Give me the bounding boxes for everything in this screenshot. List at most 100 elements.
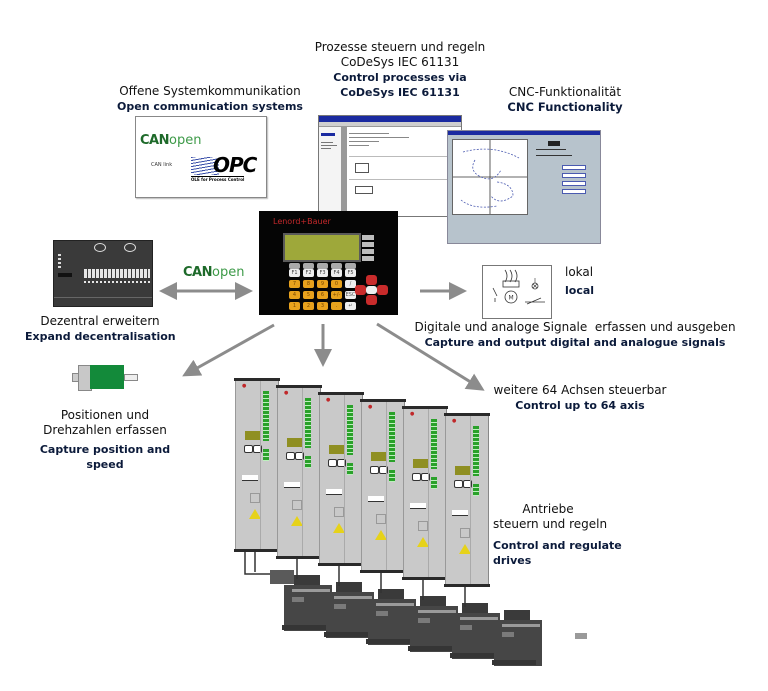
opc-logo-stripes — [191, 157, 219, 175]
decentral-label: Dezentral erweitern Expand decentralisat… — [25, 314, 176, 344]
axes-title-de: weitere 64 Achsen steuerbar — [493, 383, 667, 397]
numeric-key[interactable]: 4 — [289, 291, 300, 299]
drives-title-de-2: steuern und regeln — [493, 517, 608, 531]
drive-top-cap — [276, 385, 322, 388]
side-key[interactable]: ↵ — [345, 302, 356, 310]
servo-drive-unit: ● — [360, 399, 406, 573]
numeric-key[interactable]: 3 — [317, 302, 328, 310]
drive-product-logo — [284, 482, 300, 488]
servo-motor-connector — [378, 589, 404, 599]
numeric-key[interactable]: 6 — [317, 291, 328, 299]
drive-connector — [418, 521, 428, 531]
lcd-side-button[interactable] — [362, 242, 374, 247]
drive-connector — [376, 514, 386, 524]
servo-motor-label — [502, 632, 514, 637]
drive-rotary-switch[interactable] — [370, 466, 379, 474]
servo-motor — [494, 620, 542, 666]
function-key-f5[interactable]: F5 — [345, 269, 356, 277]
function-key-f1[interactable]: F1 — [289, 269, 300, 277]
servo-motor-connector — [420, 596, 446, 606]
side-key[interactable]: / — [345, 280, 356, 288]
servo-motor — [452, 613, 500, 659]
servo-drive-unit: ● — [318, 392, 364, 566]
cnc-screenshot — [447, 130, 601, 244]
cnc-label: CNC-Funktionalität CNC Functionality — [505, 85, 625, 115]
dpad-center-button[interactable] — [366, 286, 377, 294]
dpad-right-button[interactable] — [377, 285, 388, 295]
warning-icon — [249, 509, 261, 519]
drive-rotary-switch[interactable] — [463, 480, 472, 488]
numeric-key[interactable]: 9 — [317, 280, 328, 288]
drive-display — [329, 445, 345, 454]
drive-io-terminal — [431, 477, 437, 489]
drive-display — [371, 452, 387, 461]
drive-rotary-switch[interactable] — [379, 466, 388, 474]
drive-panel-seam — [344, 395, 345, 563]
dpad-left-button[interactable] — [355, 285, 366, 295]
dpad-down-button[interactable] — [366, 295, 377, 305]
drive-rotary-switch[interactable] — [295, 452, 304, 460]
drive-bottom-cap — [234, 549, 280, 552]
servo-motor-label — [292, 597, 304, 602]
drive-io-terminal — [473, 484, 479, 496]
drive-display — [413, 459, 429, 468]
svg-text:M: M — [509, 295, 514, 302]
function-key-f2[interactable]: F2 — [303, 269, 314, 277]
servo-motor-highlight — [376, 603, 414, 606]
drive-rotary-switch[interactable] — [337, 459, 346, 467]
servo-motor-highlight — [460, 617, 498, 620]
function-key-f3[interactable]: F3 — [317, 269, 328, 277]
lcd-side-button[interactable] — [362, 256, 374, 261]
drive-rotary-switch[interactable] — [412, 473, 421, 481]
warning-icon — [291, 516, 303, 526]
drive-rotary-switch[interactable] — [253, 445, 262, 453]
numeric-key[interactable]: 8 — [303, 280, 314, 288]
drive-rotary-switch[interactable] — [328, 459, 337, 467]
warning-icon — [375, 530, 387, 540]
drive-rotary-switch[interactable] — [286, 452, 295, 460]
drive-bottom-cap — [276, 556, 322, 559]
numeric-key[interactable]: 7 — [289, 280, 300, 288]
servo-motor-foot — [408, 646, 452, 651]
drive-bottom-cap — [360, 570, 406, 573]
drive-connector — [292, 500, 302, 510]
numeric-key[interactable]: 2 — [303, 302, 314, 310]
drives-title-en-1: Control and regulate — [493, 539, 622, 552]
drive-rotary-switch[interactable] — [421, 473, 430, 481]
drive-product-logo — [326, 489, 342, 495]
drive-top-cap — [318, 392, 364, 395]
drive-brand-logo: ● — [242, 383, 247, 389]
communication-protocols-box: CANopen CAN link OPC OLE for Process Con… — [135, 116, 267, 198]
drive-panel-seam — [470, 416, 471, 584]
lcd-side-button[interactable] — [362, 235, 374, 240]
drive-rotary-switch[interactable] — [454, 480, 463, 488]
side-key[interactable]: ESC — [345, 291, 356, 299]
numeric-key[interactable]: . — [331, 302, 342, 310]
servo-motor-label — [418, 618, 430, 623]
numeric-key[interactable]: 5 — [303, 291, 314, 299]
function-key-cap — [303, 263, 314, 269]
codesys-toolstrip — [342, 127, 347, 215]
drive-bottom-cap — [318, 563, 364, 566]
function-key-f4[interactable]: F4 — [331, 269, 342, 277]
dpad-up-button[interactable] — [366, 275, 377, 285]
numeric-key[interactable]: +/- — [331, 291, 342, 299]
drive-product-logo — [368, 496, 384, 502]
first-motor-encoder — [270, 570, 294, 584]
drive-panel-seam — [386, 402, 387, 570]
codesys-label: Prozesse steuern und regeln CoDeSys IEC … — [300, 40, 500, 100]
opc-logo-text: OPC — [213, 153, 257, 177]
warning-icon — [417, 537, 429, 547]
drive-product-logo — [410, 503, 426, 509]
numeric-key[interactable]: 0 — [331, 280, 342, 288]
servo-motor-highlight — [334, 596, 372, 599]
warning-icon — [333, 523, 345, 533]
communication-title-en: Open communication systems — [117, 100, 303, 113]
drive-rotary-switch[interactable] — [244, 445, 253, 453]
module-leds — [58, 254, 61, 268]
servo-motor — [284, 585, 332, 631]
lcd-side-button[interactable] — [362, 249, 374, 254]
numeric-key[interactable]: 1 — [289, 302, 300, 310]
